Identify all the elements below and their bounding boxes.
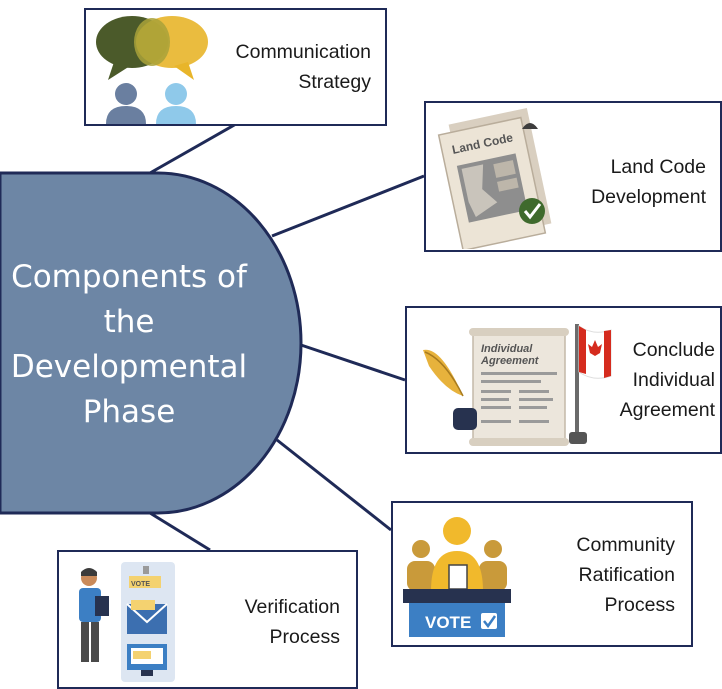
- land-code-document-icon: Land Code: [437, 107, 552, 249]
- component-land-code-development: Land Code Land Code Development: [424, 101, 722, 252]
- label-line: Development: [591, 186, 706, 208]
- hub-title-line: the: [103, 304, 155, 340]
- hub-title: Components of the Developmental Phase: [0, 255, 258, 435]
- component-label: Community Ratification Process: [576, 530, 675, 620]
- label-line: Process: [269, 626, 340, 648]
- connector-community-ratification: [276, 438, 392, 532]
- agreement-doc-title-line-2: Agreement: [480, 355, 540, 367]
- component-label: Communication Strategy: [236, 37, 371, 97]
- connector-communication-strategy: [149, 122, 237, 175]
- label-line: Process: [604, 594, 675, 616]
- label-line: Community: [576, 534, 675, 556]
- component-verification-process: VOTE Verification Process: [57, 550, 358, 689]
- component-conclude-individual-agreement: Individual Agreement Conclude Individual…: [405, 306, 722, 454]
- component-label: Conclude Individual Agreement: [620, 335, 715, 425]
- quill-and-agreement-with-flag-icon: Individual Agreement: [423, 324, 612, 446]
- component-label: Land Code Development: [591, 152, 706, 212]
- label-line: Individual: [632, 369, 715, 391]
- component-community-ratification-process: VOTE Community Ratification Process: [391, 501, 693, 647]
- ballot-box-label: VOTE: [425, 613, 471, 632]
- ballot-box-voter-icon: VOTE: [403, 517, 511, 637]
- ballot-card-label: VOTE: [131, 581, 150, 588]
- label-line: Conclude: [632, 339, 715, 361]
- hub-title-line: Phase: [82, 394, 176, 430]
- hub-shape: [0, 171, 303, 515]
- hub-title-line: Developmental: [10, 349, 248, 385]
- component-label: Verification Process: [245, 592, 340, 652]
- component-communication-strategy: Communication Strategy: [84, 8, 387, 126]
- agreement-doc-title-line-1: Individual: [481, 343, 533, 355]
- speech-bubbles-people-icon: [96, 16, 208, 124]
- label-line: Strategy: [298, 71, 371, 93]
- label-line: Verification: [244, 596, 340, 618]
- label-line: Land Code: [610, 156, 706, 178]
- label-line: Agreement: [619, 399, 715, 421]
- person-with-tablet-ballots-icon: VOTE: [79, 562, 175, 682]
- connector-verification-process: [149, 511, 211, 552]
- hub-title-line: Components of: [11, 259, 247, 295]
- label-line: Communication: [235, 41, 371, 63]
- connector-lines: [149, 122, 425, 552]
- label-line: Ratification: [578, 564, 675, 586]
- connector-land-code-development: [271, 174, 425, 238]
- connector-conclude-individual-agreement: [300, 343, 406, 382]
